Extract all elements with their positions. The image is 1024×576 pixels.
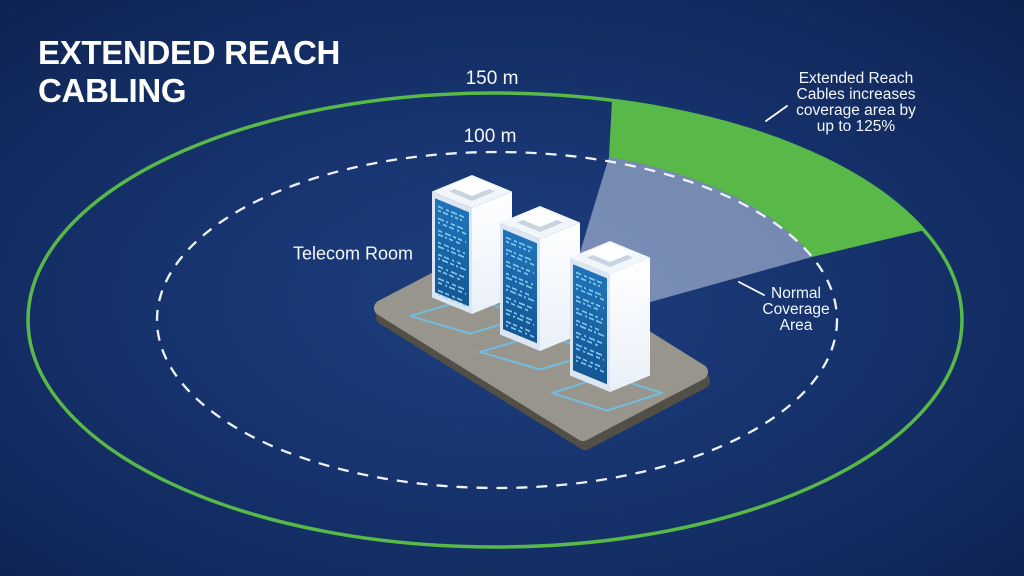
ring-150m	[26, 91, 964, 549]
floor-marking-3	[551, 374, 663, 412]
extended-annotation-line3: coverage area by	[796, 102, 916, 119]
extended-reach-annotation: Extended Reach Cables increases coverage…	[796, 71, 916, 135]
ring-100m-label: 100 m	[463, 126, 517, 147]
extended-coverage-wedge	[609, 100, 925, 257]
normal-coverage-annotation: Normal Coverage Area	[762, 286, 829, 334]
server-rack-3	[570, 241, 650, 392]
normal-annotation-line3: Area	[779, 317, 813, 334]
rack-panel	[573, 264, 607, 385]
rack-lid-top	[449, 177, 495, 196]
rack-lid-top	[517, 208, 563, 227]
rack-panel	[435, 198, 469, 307]
page-title-line2: CABLING	[38, 72, 187, 109]
extended-annotation-line4: up to 125%	[816, 118, 896, 135]
extended-annotation-line1: Extended Reach	[798, 70, 914, 87]
ring-100m	[155, 150, 839, 490]
ring-150m-label: 150 m	[465, 68, 519, 89]
extended-annotation-pointer	[765, 105, 788, 122]
telecom-room-label: Telecom Room	[292, 243, 414, 264]
normal-annotation-line2: Coverage	[762, 301, 830, 318]
server-rack-2	[500, 206, 580, 351]
page-title: EXTENDED REACH CABLING	[38, 34, 340, 110]
rack-lid-top	[587, 243, 633, 262]
normal-annotation-line1: Normal	[771, 285, 821, 302]
rack-panel	[503, 229, 537, 344]
page-title-line1: EXTENDED REACH	[38, 34, 341, 71]
extended-annotation-line2: Cables increases	[796, 86, 916, 103]
normal-annotation-pointer	[738, 281, 765, 296]
